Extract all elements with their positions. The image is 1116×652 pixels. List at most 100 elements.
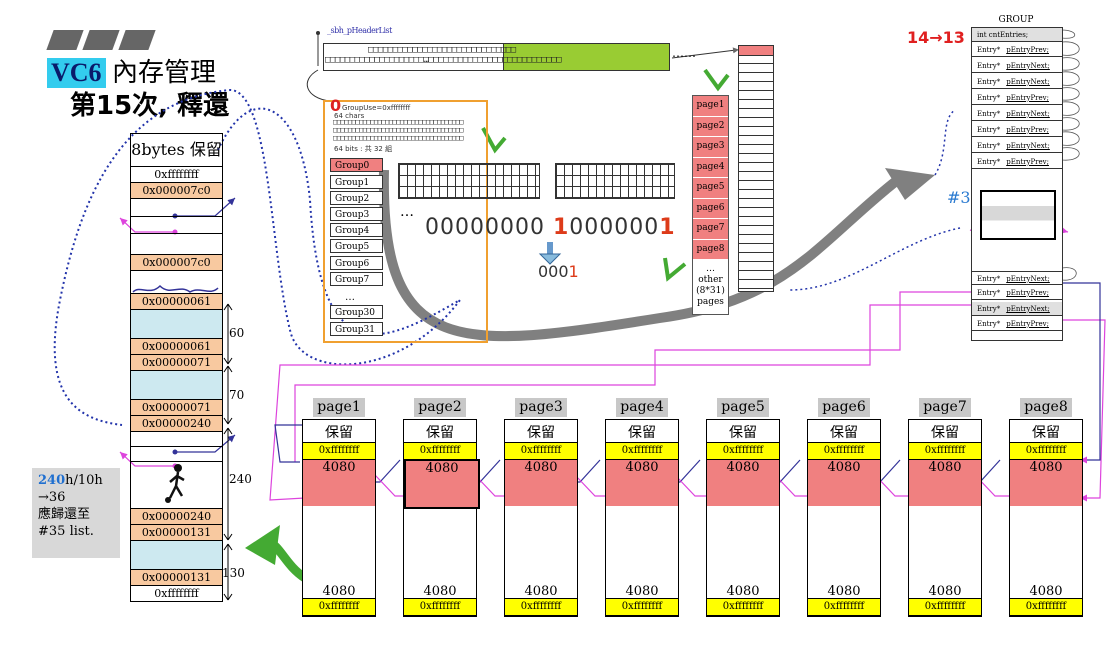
- page-block: page6 保留 0xffffffff 4080 4080 0xffffffff: [807, 398, 881, 617]
- bitmap-result-prefix: 000: [538, 262, 569, 281]
- group-item-30: Group30: [330, 305, 383, 319]
- field-type: Entry*: [977, 289, 1001, 297]
- group-item-6: Group6: [330, 256, 383, 270]
- field-name: cntEntries;: [988, 31, 1029, 39]
- entry-row: Entry*pEntryPrev;: [972, 317, 1062, 331]
- field-name: pEntryNext;: [1006, 62, 1050, 70]
- group-bitmap-row: □□□□□□□□□□□□□□□□□□□□□□□□□□□□□□□□□□□: [333, 134, 464, 142]
- page-free-block: 4080: [909, 459, 981, 506]
- page-free-block: 4080: [1010, 459, 1082, 506]
- field-name: pEntryNext;: [1006, 275, 1050, 283]
- field-type: Entry*: [977, 110, 1001, 118]
- field-name: pEntryNext;: [1006, 78, 1050, 86]
- info-highlight: 240: [38, 473, 66, 488]
- page-block: page5 保留 0xffffffff 4080 4080 0xffffffff: [706, 398, 780, 617]
- field-type: Entry*: [977, 142, 1001, 150]
- field-type: Entry*: [977, 275, 1001, 283]
- page-tab: page1: [313, 398, 365, 417]
- header-list-label: _sbh_pHeaderList: [327, 26, 392, 35]
- group-item-5: Group5: [330, 239, 383, 253]
- cell-body: [131, 234, 222, 255]
- group-region: [323, 100, 488, 343]
- bitmap-grid: [398, 163, 540, 199]
- group-item-1: Group1: [330, 175, 383, 189]
- page-free-block: 4080: [303, 459, 375, 506]
- entry-row: Entry*pEntryNext;: [972, 107, 1062, 121]
- group-item-31: Group31: [330, 322, 383, 336]
- page-sentinel-end: 0xffffffff: [505, 598, 577, 616]
- person-icon: [164, 464, 185, 503]
- page-reserved: 保留: [426, 425, 454, 441]
- entry-row: Entry* pEntryNext;: [972, 59, 1062, 73]
- page-free-block: 4080: [404, 459, 480, 509]
- page-size: 4080: [726, 460, 760, 475]
- header-row: □□□□□□□□□□□□□□□□□□□□□□□□□□□□□□: [368, 45, 516, 55]
- page-sentinel-end: 0xffffffff: [303, 598, 375, 616]
- info-text: →36: [38, 490, 66, 505]
- page-tab: page3: [515, 398, 567, 417]
- page-size-end: 4080: [827, 584, 861, 599]
- group-item-3: Group3: [330, 207, 383, 221]
- field-type: Entry*: [977, 62, 1001, 70]
- page-reserved: 保留: [1032, 425, 1060, 441]
- cell-header: 0x000007c0: [131, 183, 222, 199]
- page-size-end: 4080: [726, 584, 760, 599]
- bitmap-middle: 000000: [569, 215, 660, 240]
- page-column-item: page2: [693, 116, 728, 137]
- page-tab: page8: [1020, 398, 1072, 417]
- cell-free-next: [131, 432, 222, 447]
- page-column-item: page7: [693, 219, 728, 240]
- cnt-entries-row: int cntEntries;: [972, 28, 1062, 42]
- info-text: h/10h: [65, 473, 103, 488]
- page-block: page3 保留 0xffffffff 4080 4080 0xffffffff: [504, 398, 578, 617]
- group-struct-title: GROUP: [998, 15, 1034, 25]
- block-header: 8bytes 保留: [131, 134, 222, 167]
- bitmap-one: 1: [659, 215, 676, 240]
- entry-row: Entry*pEntryPrev;: [972, 123, 1062, 137]
- cell-sentinel: 0xffffffff: [131, 167, 222, 183]
- field-type: int: [977, 31, 987, 39]
- cell-body: [131, 310, 222, 339]
- page-size: 4080: [928, 460, 962, 475]
- field-name: pEntryPrev;: [1006, 289, 1049, 297]
- entry-row: Entry* pEntryPrev;: [972, 286, 1062, 300]
- list-35-entry: [980, 190, 1056, 240]
- field-type: Entry*: [977, 158, 1001, 166]
- page-free-block: 4080: [808, 459, 880, 506]
- page-reserved: 保留: [527, 425, 555, 441]
- group-bitmap-row: □□□□□□□□□□□□□□□□□□□□□□□□□□□□□□□□□□□: [333, 126, 464, 134]
- page-reserved: 保留: [628, 425, 656, 441]
- entry-row: Entry*pEntryPrev;: [972, 91, 1062, 105]
- page-size: 4080: [1029, 460, 1063, 475]
- entry-row: Entry*pEntryPrev;: [972, 43, 1062, 57]
- page-tab: page7: [919, 398, 971, 417]
- page-size: 4080: [827, 460, 861, 475]
- other-pages-text: (8*31): [696, 286, 725, 296]
- cell-free-prev: [131, 447, 222, 462]
- bitmap-grid: [555, 163, 675, 199]
- page-column-item: page8: [693, 239, 728, 260]
- bitmap-zeros: 00000000: [425, 215, 553, 240]
- entry-row: Entry*pEntryPrev;: [972, 155, 1062, 169]
- page-size-end: 4080: [1029, 584, 1063, 599]
- page-size: 4080: [625, 460, 659, 475]
- group-item-7: Group7: [330, 272, 383, 286]
- field-type: Entry*: [977, 305, 1001, 313]
- other-pages: … other (8*31) pages: [693, 260, 728, 314]
- page-column: page1 page2 page3 page4 page5 page6 page…: [692, 95, 729, 315]
- page-sentinel: 0xffffffff: [707, 442, 779, 460]
- group-bitmap-row: □□□□□□□□□□□□□□□□□□□□□□□□□□□□□□□□□□□: [333, 118, 464, 126]
- header-ellipsis: …: [424, 55, 429, 64]
- cell-body: [131, 462, 222, 509]
- cell-header: 0x00000061: [131, 294, 222, 310]
- page-free-block: 4080: [606, 459, 678, 506]
- cell-footer: 0x00000240: [131, 509, 222, 525]
- group-ellipsis: …: [345, 292, 355, 303]
- page-size-end: 4080: [322, 584, 356, 599]
- title-line2: 第15次, 釋還: [70, 91, 230, 121]
- field-type: Entry*: [977, 126, 1001, 134]
- header-list-green: [503, 43, 670, 71]
- page-sentinel-end: 0xffffffff: [1010, 598, 1082, 616]
- group-struct: int cntEntries; Entry* pEntryPrev; Entry*…: [971, 27, 1063, 341]
- title-decoration-bar: [82, 30, 120, 50]
